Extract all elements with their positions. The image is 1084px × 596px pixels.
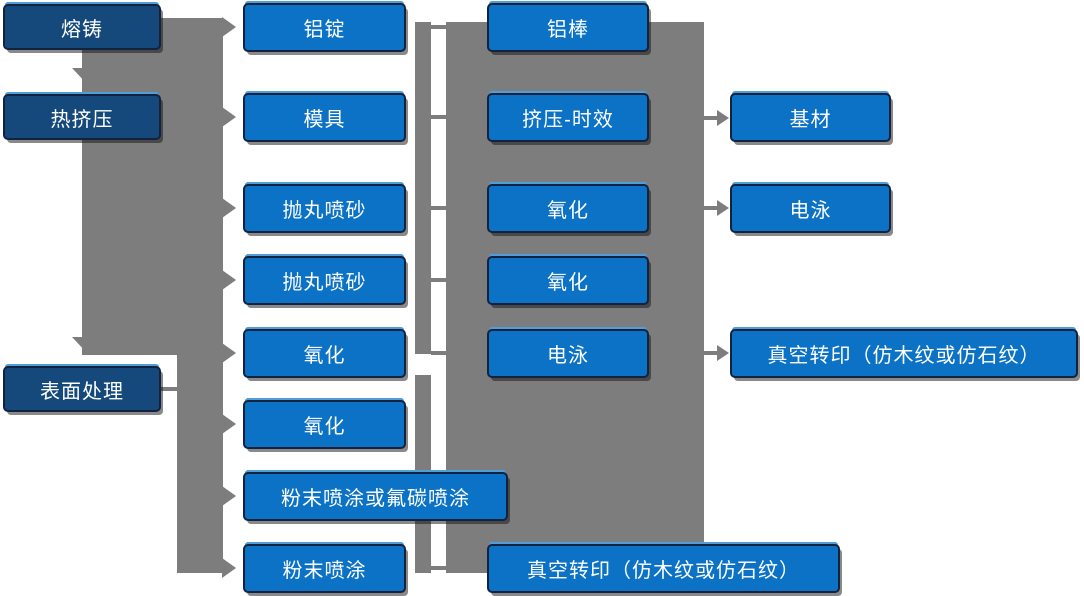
node-shot-blasting-1: 抛丸喷砂 [243,184,406,233]
down-arrow-to-hot-extrusion [72,68,104,85]
right-arrow-row4 [222,270,236,290]
collector-stub-row4 [431,278,446,282]
arrow-shaft-to-base-material [704,116,718,120]
right-arrow-row1 [222,17,236,37]
node-oxidation-1: 氧化 [243,329,406,378]
node-powder-or-fluorocarbon-coating: 粉末喷涂或氟碳喷涂 [243,472,508,521]
arrow-to-vacuum-transfer [717,345,729,361]
down-arrow-to-surface-treatment [72,337,104,354]
right-arrow-row7 [222,486,236,506]
node-hot-extrusion: 热挤压 [3,94,161,140]
node-base-material: 基材 [730,93,891,142]
right-arrow-row3 [222,198,236,218]
node-oxidation-4: 氧化 [487,256,649,305]
node-powder-coating: 粉末喷涂 [243,544,406,593]
arrow-to-electrophoresis [717,200,729,216]
collector-stub-row1 [431,25,446,29]
node-aluminum-ingot: 铝锭 [243,3,406,52]
node-oxidation-2: 氧化 [243,400,406,449]
node-electrophoresis-1: 电泳 [487,329,649,378]
node-aluminum-rod: 铝棒 [487,3,649,52]
node-vacuum-transfer-col4: 真空转印（仿木纹或仿石纹） [730,329,1078,378]
right-arrow-row2 [222,107,236,127]
collector-stub-row8 [431,566,446,570]
node-mold: 模具 [243,93,406,142]
right-arrow-row5 [222,343,236,363]
node-extrusion-aging: 挤压-时效 [487,93,649,142]
collector-stub-row2 [431,115,446,119]
right-arrow-row6 [222,414,236,434]
main-flow-band-left [82,18,223,355]
collector-bar-upper [415,22,431,354]
node-surface-treatment: 表面处理 [3,366,161,412]
arrow-to-base-material [717,110,729,126]
right-arrow-row8 [222,558,236,578]
surface-treatment-flow-band [177,355,223,573]
arrow-shaft-to-vacuum-transfer [704,351,718,355]
surface-treatment-connector [160,387,178,391]
collector-stub-row5 [431,351,446,355]
arrow-shaft-to-electrophoresis [704,206,718,210]
node-shot-blasting-2: 抛丸喷砂 [243,256,406,305]
node-vacuum-transfer-col3: 真空转印（仿木纹或仿石纹） [487,544,840,593]
collector-stub-row3 [431,206,446,210]
node-oxidation-3: 氧化 [487,184,649,233]
node-melting: 熔铸 [3,4,161,50]
node-electrophoresis-2: 电泳 [730,184,891,233]
